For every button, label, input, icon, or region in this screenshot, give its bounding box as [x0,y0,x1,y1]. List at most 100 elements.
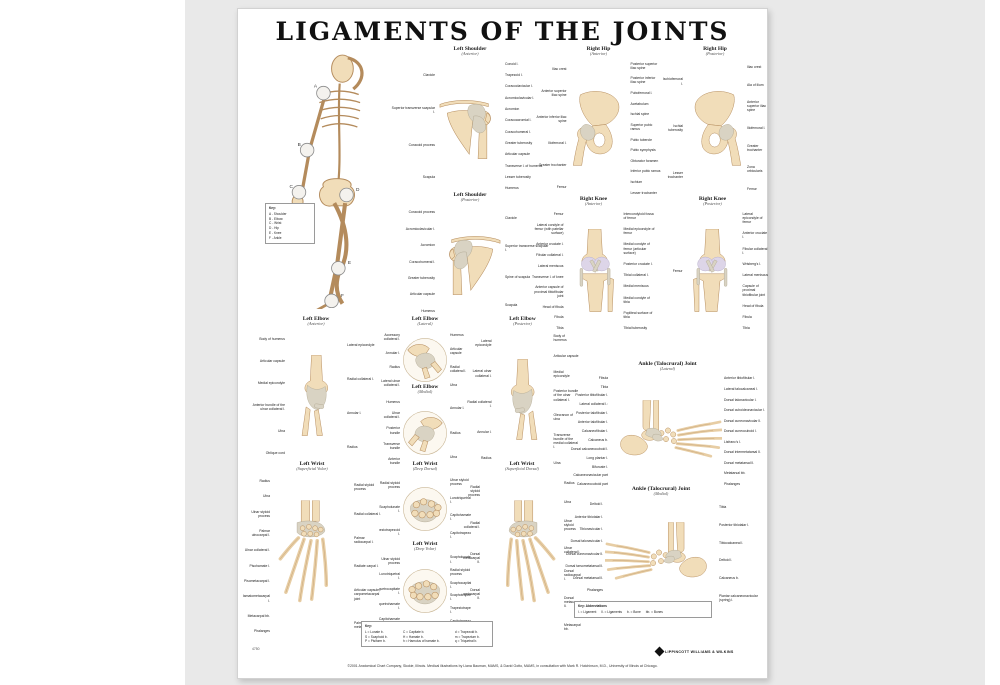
anatomy-label: Zona orbicularis [747,165,763,174]
anatomy-label: Dorsal metacarpal ll. [564,596,581,609]
panel-title: Left Elbow [302,316,330,322]
anatomy-label: Femur [747,187,757,192]
anatomy-label: P = Pisiform b. [365,639,386,644]
panel-subtitle: (Anterior) [461,51,479,57]
anatomy-label: B - Elbow [269,216,283,221]
anatomy-label: Tibia [742,326,750,331]
anatomy-label: Iliac crest [747,65,762,70]
anatomy-label: Dorsal metacarpal ll. [463,587,480,600]
anatomy-label: Ulnar collateral l. [564,545,581,554]
anatomy-label: Lateral meniscus [742,273,769,278]
anatomy-label: Annular l. [477,429,492,434]
panel-title: Left Wrist [412,461,438,467]
anatomy-label: Dorsal cuneocuboid l. [724,429,757,434]
anatomy-label: Lunotriquetral l. [450,495,471,504]
anatomy-label: Radius [389,365,400,370]
anatomy-label: Ulna [553,461,561,465]
anatomy-label: Superior transverse scapular l. [391,105,435,114]
anatomy-label: Capsule of proximal tibiofibular joint [742,284,766,297]
anatomy-label: Anterior inferior iliac spine [536,115,567,124]
anatomy-label: Humerus [450,333,464,338]
panel-subtitle: (Superficial Dorsal) [505,466,539,472]
anatomy-label: Pubic symphysis [630,148,656,153]
shoulder-anterior-illustration [437,58,503,194]
anatomy-label: Anterior cruciate l. [536,241,564,246]
figure-key-title: Key: [269,206,276,210]
anatomy-label: Lateral condyle of femur (with patellar … [534,222,564,235]
anatomy-label: Tibionavicular l. [579,526,603,531]
lww-diamond-icon [654,646,665,657]
panel-left-shoulder-posterior: Left Shoulder(Posterior) Coracoid proces… [391,192,549,319]
anatomy-label: Ulnar collateral l. [383,411,400,420]
anatomy-label: Trapeziotrapezoid l. [450,605,471,615]
anatomy-label: d = Trapezoid b. [454,629,478,634]
anatomy-label: Radial collateral l. [347,377,374,382]
anatomy-label: Medial epicondyle [553,369,570,378]
anatomy-label: Intercondyloid fossa of femur [623,211,654,220]
anatomy-label: Lateral talocalcaneal l. [724,386,758,391]
anatomy-label: Deltoid l. [589,502,603,507]
panel-subtitle: (Posterior) [705,51,725,57]
anatomy-label: Humerus [421,308,435,313]
abbreviations-key-title: Key: Abbreviations [578,604,607,608]
anatomy-label: Anterior bundle of the ulnar collateral … [252,402,285,412]
panel-subtitle: (Posterior) [460,197,480,203]
anatomy-label: Phalanges [253,629,270,634]
anatomy-label: Medial epicondyle [257,381,285,386]
anatomy-label: Posterior tibiotalar l. [719,522,749,527]
copyright-text: ©2001 Anatomical Chart Company, Skokie, … [347,664,658,668]
anatomy-label: Tibiocalcaneal l. [719,540,744,545]
anatomy-label: Ulnar styloid process [450,478,469,487]
anatomy-label: C = Capitate b. [402,629,425,634]
panel-title: Left Wrist [299,461,325,467]
anatomy-label: Phalanges [724,481,741,486]
panel-subtitle: (Posterior) [703,201,722,207]
anatomy-label: Lateral epicondyle [347,343,375,348]
anatomy-label: Ulnar styloid process [564,518,576,531]
anatomy-label: Radius [480,455,492,460]
ankle-medial-illustration [605,498,717,609]
anatomy-label: Acromion [420,243,435,248]
anatomy-label: Lateral meniscus [537,263,564,268]
anatomy-label: Conoid l. [505,61,519,66]
anatomy-label: Inferior pubic ramus [630,169,661,174]
anatomy-label: Medial condyle of femur (articular surfa… [623,242,650,255]
anatomy-label: Body of humerus [553,334,567,343]
hip-anterior-illustration [569,58,629,198]
anatomy-label: Articular capsule [409,292,435,297]
anatomy-label: Dorsal intermetatarsal ll. [724,450,761,455]
labels-left: Femur [656,208,683,334]
labels-right: Conoid l.Trapezoid l.Coracoclavicular l.… [505,58,549,194]
anatomy-label: Anterior cruciate l. [742,231,768,240]
svg-text:F: F [341,293,344,299]
anatomy-label: Lateral epicondyle [475,339,492,348]
panel-left-elbow-lateral: Left Elbow(Lateral) Accessory collateral… [379,316,471,392]
anatomy-label: Ulna [564,499,571,504]
anatomy-label: Radial collateral l. [467,399,492,408]
anatomy-label: Long plantar l. [586,455,609,460]
anatomy-label: Clavicle [505,216,517,221]
poster-title: LIGAMENTS OF THE JOINTS [275,17,730,46]
wrist-superficial-dorsal-illustration [482,473,562,639]
panel-title: Left Shoulder [453,192,487,198]
anatomy-label: Tibial collateral l. [623,273,649,278]
anatomy-label: Greater trochanter [747,143,763,152]
anatomy-label: Radial collateral l. [354,511,381,516]
anatomy-label: Posterior cruciate l. [623,261,653,266]
anatomy-label: C - Wrist [269,221,282,226]
anatomy-label: Triquetrohamate l. [379,602,400,611]
anatomy-label: Articular capsule [259,359,285,364]
anatomy-label: Dorsal cuneonavicular ll. [724,418,761,423]
anatomy-label: Pisohamate l. [249,563,270,568]
